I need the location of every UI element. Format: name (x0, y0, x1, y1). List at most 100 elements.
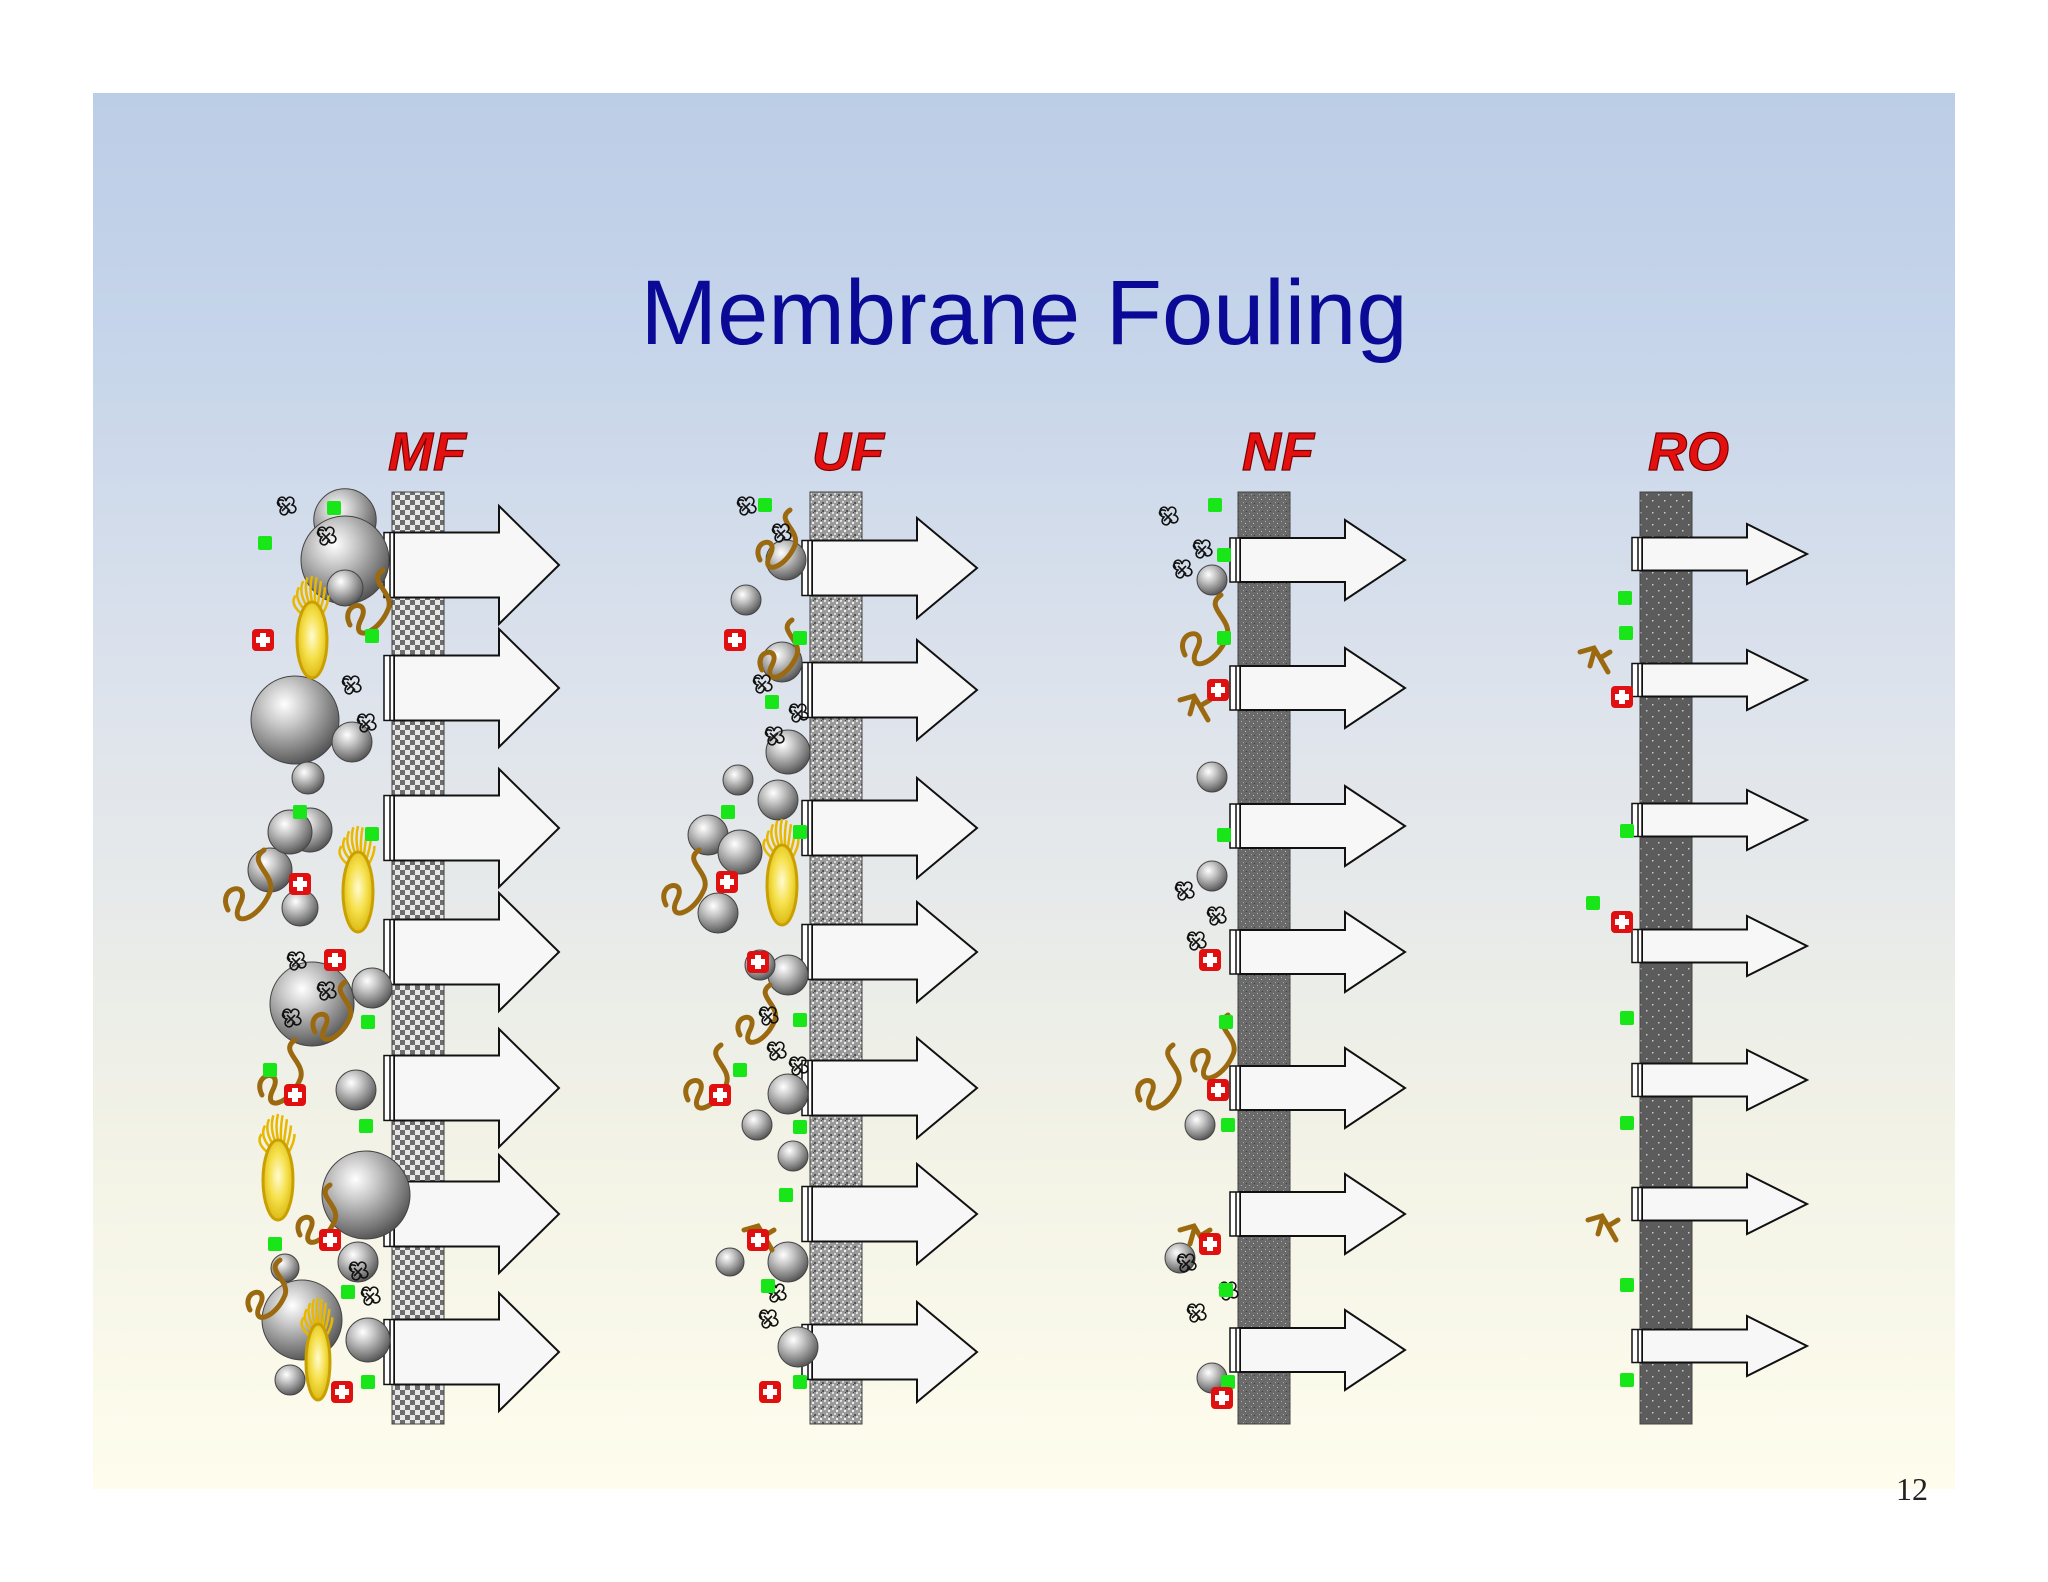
label-mf: MF (388, 422, 468, 482)
virus-icon (316, 526, 337, 546)
particle-sphere-icon (331, 721, 373, 763)
green-ion-icon (1620, 824, 1634, 838)
red-ion-icon (252, 629, 274, 651)
organic-strand-icon (683, 1042, 730, 1111)
green-ion-icon (1221, 1118, 1235, 1132)
green-ion-icon (361, 1015, 375, 1029)
virus-icon (316, 981, 337, 1001)
red-ion-icon (1199, 949, 1221, 971)
organic-strand-icon (735, 982, 779, 1045)
organic-strand-icon (345, 567, 392, 636)
virus-icon (1186, 931, 1207, 951)
virus-icon (764, 726, 785, 746)
red-ion-icon (1611, 911, 1633, 933)
permeate-arrow-icon (801, 899, 979, 1005)
particle-sphere-icon (274, 1364, 306, 1396)
organic-strand-icon (1190, 1012, 1237, 1081)
permeate-arrow-icon (383, 626, 561, 750)
permeate-arrow-icon (1229, 1046, 1407, 1130)
particle-sphere-icon (345, 1317, 391, 1363)
bacteria-icon (300, 1297, 334, 1402)
permeate-arrow-icon (1229, 784, 1407, 868)
green-ion-icon (263, 1063, 277, 1077)
red-ion-icon (747, 1229, 769, 1251)
organic-strand-icon (295, 1182, 339, 1245)
green-ion-icon (258, 536, 272, 550)
virus-icon (1186, 1303, 1207, 1323)
virus-icon (1192, 539, 1213, 559)
particle-sphere-icon (777, 1140, 809, 1172)
page-number: 12 (1896, 1471, 1928, 1507)
virus-icon (766, 1041, 787, 1061)
particle-sphere-icon (335, 1069, 377, 1111)
permeate-arrow-icon (383, 890, 561, 1014)
green-ion-icon (765, 695, 779, 709)
green-ion-icon (268, 1237, 282, 1251)
virus-icon (356, 713, 377, 733)
virus-icon (1172, 559, 1193, 579)
green-ion-icon (359, 1119, 373, 1133)
red-ion-icon (747, 951, 769, 973)
green-ion-icon (793, 825, 807, 839)
organic-strand-icon (757, 617, 801, 680)
particle-sphere-icon (1196, 860, 1228, 892)
red-ion-icon (1611, 686, 1633, 708)
green-ion-icon (1219, 1283, 1233, 1297)
particle-sphere-icon (351, 967, 393, 1009)
particle-sphere-icon (1184, 1109, 1216, 1141)
permeate-arrow-icon (1229, 1172, 1407, 1256)
green-ion-icon (761, 1279, 775, 1293)
green-ion-icon (1619, 626, 1633, 640)
permeate-arrow-icon (1631, 648, 1810, 712)
organic-strand-icon (1577, 645, 1613, 675)
permeate-arrow-icon (1631, 788, 1810, 852)
particle-sphere-icon (722, 764, 754, 796)
red-ion-icon (1199, 1233, 1221, 1255)
green-ion-icon (1620, 1373, 1634, 1387)
red-ion-icon (1207, 1079, 1229, 1101)
red-ion-icon (724, 629, 746, 651)
particle-sphere-icon (337, 1241, 379, 1283)
particle-sphere-icon (326, 569, 364, 607)
bacteria-icon (258, 1113, 296, 1222)
red-ion-icon (319, 1229, 341, 1251)
red-ion-icon (1207, 679, 1229, 701)
virus-icon (771, 523, 792, 543)
permeate-arrow-icon (1229, 518, 1407, 602)
green-ion-icon (1620, 1278, 1634, 1292)
particle-sphere-icon (281, 889, 319, 927)
permeate-arrow-icon (1229, 646, 1407, 730)
red-ion-icon (759, 1381, 781, 1403)
green-ion-icon (793, 1013, 807, 1027)
particle-sphere-icon (715, 1247, 745, 1277)
red-ion-icon (331, 1381, 353, 1403)
green-ion-icon (793, 631, 807, 645)
permeate-arrow-icon (1229, 1308, 1407, 1392)
green-ion-icon (733, 1063, 747, 1077)
particle-sphere-icon (267, 809, 313, 855)
virus-icon (752, 674, 773, 694)
virus-icon (1174, 881, 1195, 901)
permeate-arrow-icon (1631, 1048, 1810, 1112)
green-ion-icon (1618, 591, 1632, 605)
green-ion-icon (1217, 548, 1231, 562)
particle-sphere-icon (697, 892, 739, 934)
green-ion-icon (1620, 1116, 1634, 1130)
red-ion-icon (1211, 1387, 1233, 1409)
organic-strand-icon (1180, 592, 1231, 667)
red-ion-icon (716, 871, 738, 893)
virus-icon (281, 1008, 302, 1028)
green-ion-icon (361, 1375, 375, 1389)
permeate-arrow-icon (801, 515, 979, 621)
virus-icon (341, 675, 362, 695)
virus-icon (1176, 1253, 1197, 1273)
particle-sphere-icon (767, 1073, 809, 1115)
permeate-arrow-icon (383, 1026, 561, 1150)
green-ion-icon (721, 805, 735, 819)
permeate-arrow-icon (801, 1161, 979, 1267)
green-ion-icon (1221, 1375, 1235, 1389)
particle-sphere-icon (1196, 564, 1228, 596)
virus-icon (1158, 506, 1179, 526)
particle-sphere-icon (741, 1109, 773, 1141)
red-ion-icon (324, 949, 346, 971)
